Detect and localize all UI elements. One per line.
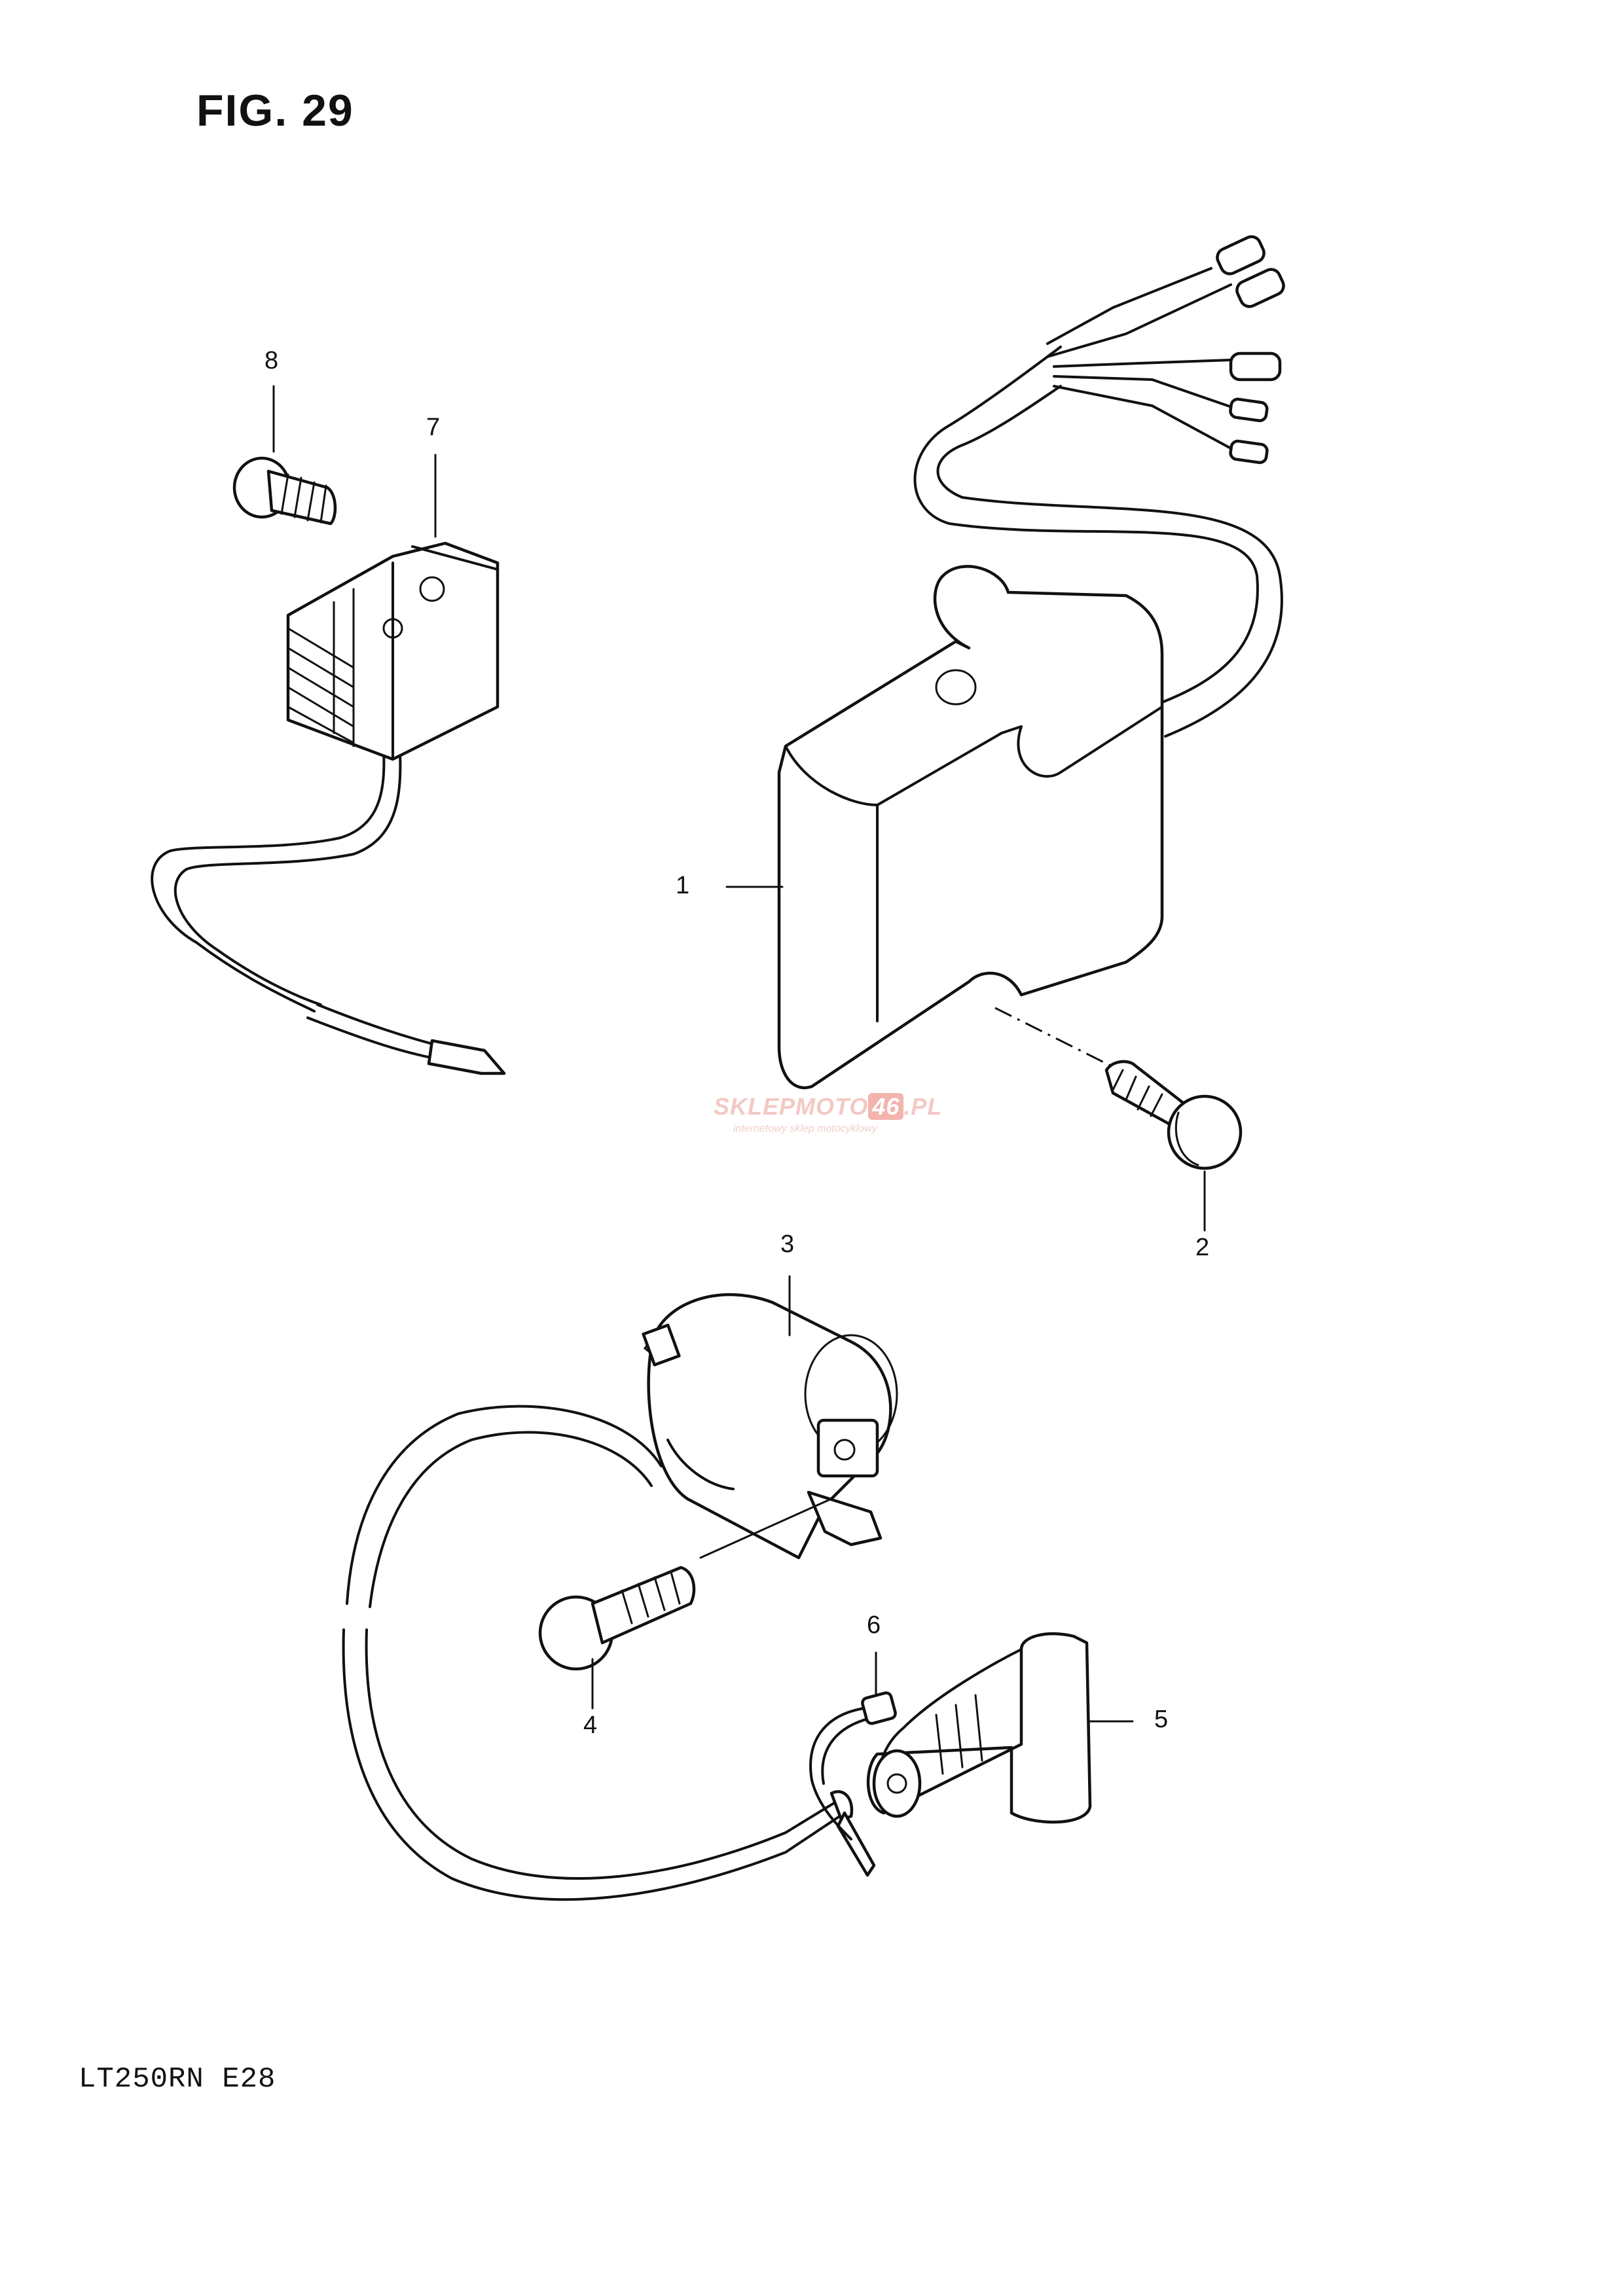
callout-4: 4: [583, 1712, 598, 1739]
watermark-number: 46: [868, 1093, 904, 1120]
regulator-rectifier-part: [151, 541, 506, 1075]
watermark-suffix: .PL: [903, 1093, 943, 1120]
coil-bolt-part: [538, 1498, 833, 1671]
regulator-bolt-part: [232, 456, 337, 526]
ignition-coil-part: [346, 1293, 898, 1608]
spark-plug-cap-part: [866, 1632, 1092, 1824]
callout-5: 5: [1154, 1706, 1169, 1733]
callout-2: 2: [1195, 1234, 1210, 1261]
callout-6: 6: [867, 1611, 881, 1639]
ignitor-bolt-part: [994, 1007, 1243, 1170]
leader-lines: [272, 385, 1206, 1723]
watermark-tagline: internetowy sklep motocyklowy: [733, 1123, 877, 1134]
watermark-prefix: SKLEPMOTO: [714, 1093, 869, 1120]
callout-3: 3: [780, 1230, 795, 1258]
callout-1: 1: [676, 872, 690, 899]
ignitor-unit-part: [777, 235, 1285, 1090]
callout-7: 7: [426, 414, 441, 441]
model-code-label: LT250RN E28: [79, 2063, 276, 2096]
high-tension-lead: [342, 1628, 876, 1901]
figure-title: FIG. 29: [196, 86, 354, 135]
callout-8: 8: [264, 347, 279, 374]
